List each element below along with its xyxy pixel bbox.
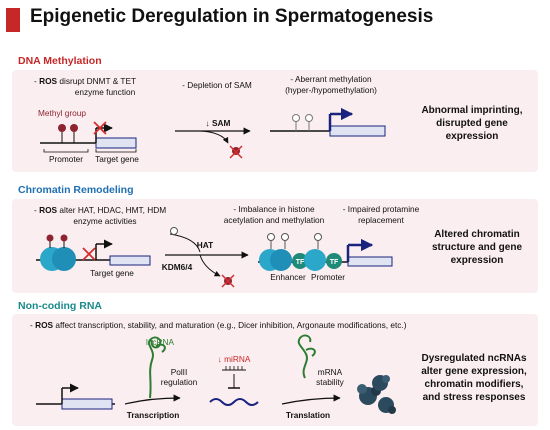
protamine-line2: replacement <box>358 215 404 225</box>
chromatin-conclusion-line3: expression <box>450 255 504 266</box>
chromatin-target-gene-label: Target gene <box>90 268 134 278</box>
polii-line2: regulation <box>160 377 198 387</box>
dna-gene-with-methyl-groups <box>40 121 137 153</box>
dna-conclusion-line1: Abnormal imprinting, <box>421 105 523 116</box>
kdm-label: KDM6/4 <box>161 262 193 272</box>
x-mark-icon <box>82 247 96 261</box>
tf-label-1: TF <box>296 259 305 266</box>
panel-chromatin-remodeling <box>12 199 538 293</box>
enhancer-label: Enhancer <box>270 272 306 282</box>
histone-imbalance-line1: - Imbalance in histone <box>233 204 315 214</box>
hat-label: HAT <box>196 240 214 250</box>
protamine-line1: - Impaired protamine <box>342 204 420 214</box>
lncrna-label: lncRNA <box>145 337 175 347</box>
mirna-label: ↓ miRNA <box>217 354 251 364</box>
lncrna-strand <box>148 336 166 399</box>
transcription-gene <box>36 383 115 410</box>
ncrna-conclusion-line3: chromatin modifiers, <box>424 379 524 390</box>
dna-conclusion-line3: expression <box>445 131 499 142</box>
aberrant-methylation-line2: (hyper-/hypomethylation) <box>285 85 377 95</box>
sam-depletion-arrow <box>175 127 251 159</box>
aberrant-methylation-gene <box>270 107 386 137</box>
protein-blobs <box>357 375 396 414</box>
translation-label: Translation <box>285 410 331 420</box>
mrna-line2: stability <box>316 377 344 387</box>
ncrna-conclusion-line2: alter gene expression, <box>421 366 527 377</box>
methyl-group-label: Methyl group <box>38 108 86 118</box>
transcription-label: Transcription <box>126 410 180 420</box>
promoter-label: Promoter <box>48 154 84 164</box>
panel-dna-methylation <box>12 70 538 172</box>
x-mark-icon <box>93 121 107 135</box>
ncrna-ros-text: - ROS affect transcription, stability, a… <box>30 320 407 330</box>
hat-kdm-arrow <box>165 227 249 288</box>
dna-conclusion-line2: disrupted gene <box>436 118 508 129</box>
dna-ros-text-line2: enzyme function <box>74 87 136 97</box>
chromatin-conclusion-line2: structure and gene <box>431 242 523 253</box>
chromatin-conclusion-line1: Altered chromatin <box>434 229 520 240</box>
mirna-and-mrna <box>209 366 259 406</box>
dna-ros-text-line1: - ROS disrupt DNMT & TET <box>34 76 137 86</box>
translation-arrow <box>281 394 341 405</box>
chromatin-promoter-label: Promoter <box>310 272 346 282</box>
open-chromatin-with-tfs: TF TF <box>258 233 393 271</box>
target-gene-label: Target gene <box>95 154 139 164</box>
sam-label: ↓ SAM <box>205 118 231 128</box>
nucleosome-target-gene <box>36 234 151 271</box>
aberrant-methylation-line1: - Aberrant methylation <box>290 74 372 84</box>
histone-imbalance-line2: acetylation and methylation <box>223 215 325 225</box>
heading-non-coding-rna: Non-coding RNA <box>18 300 102 312</box>
chromatin-ros-text-line2: enzyme activities <box>73 216 137 226</box>
title-accent-bar <box>6 8 20 32</box>
ncrna-conclusion: Dysregulated ncRNAs alter gene expressio… <box>410 352 538 404</box>
depletion-sam-text: - Depletion of SAM <box>182 80 252 90</box>
mrna-stability-strand <box>297 334 316 379</box>
tf-label-2: TF <box>330 259 339 266</box>
polii-line1: PolII <box>170 367 188 377</box>
dna-conclusion: Abnormal imprinting, disrupted gene expr… <box>410 104 534 143</box>
mrna-line1: mRNA <box>317 367 343 377</box>
heading-chromatin-remodeling: Chromatin Remodeling <box>18 184 134 196</box>
transcription-arrow <box>124 394 181 405</box>
chromatin-conclusion: Altered chromatin structure and gene exp… <box>420 228 534 267</box>
heading-dna-methylation: DNA Methylation <box>18 55 102 67</box>
page-title: Epigenetic Deregulation in Spermatogenes… <box>30 6 434 27</box>
chromatin-ros-text-line1: - ROS alter HAT, HDAC, HMT, HDM <box>34 205 167 215</box>
ncrna-conclusion-line1: Dysregulated ncRNAs <box>421 353 527 364</box>
ncrna-conclusion-line4: and stress responses <box>422 392 526 403</box>
